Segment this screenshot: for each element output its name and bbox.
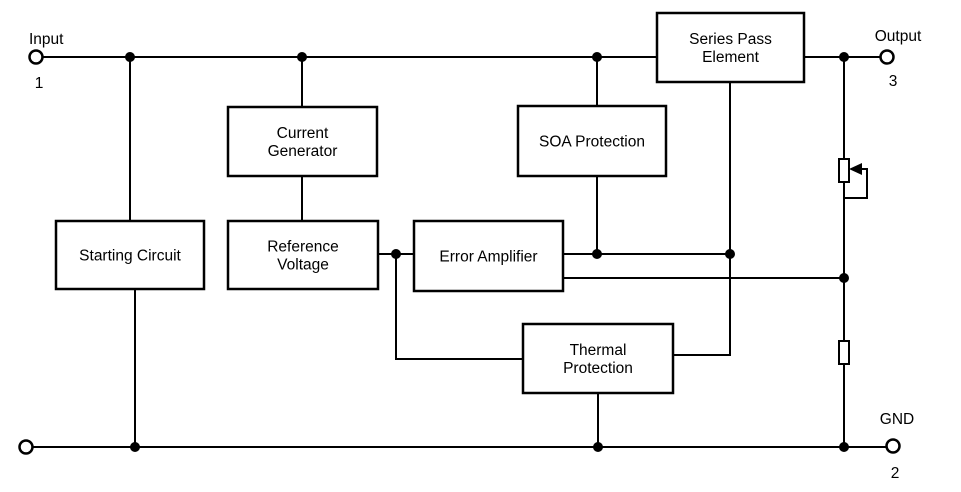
block-error-amplifier-label: Error Amplifier xyxy=(439,249,537,266)
block-reference-voltage-label: Voltage xyxy=(277,257,329,274)
terminal-gnd-label: GND xyxy=(880,411,914,428)
block-thermal-protection xyxy=(521,322,675,395)
block-series-pass-element-label: Element xyxy=(702,49,760,66)
block-thermal-protection-label: Protection xyxy=(563,360,633,377)
block-error-amplifier xyxy=(412,219,565,293)
divider-resistor-body xyxy=(838,340,850,365)
adjust-potentiometer-body xyxy=(838,158,850,183)
wiper-arrow-icon xyxy=(849,163,862,175)
block-current-generator xyxy=(226,105,379,178)
junction-dot xyxy=(391,249,401,259)
junction-dot xyxy=(592,52,602,62)
junction-dot xyxy=(593,442,603,452)
terminal-input-label: Input xyxy=(29,31,64,48)
block-starting-circuit-label: Starting Circuit xyxy=(79,248,181,265)
junction-dot xyxy=(592,249,602,259)
block-soa-protection-label: SOA Protection xyxy=(539,134,645,151)
terminal-gnd-pin-number: 2 xyxy=(891,465,900,482)
block-current-generator-label: Generator xyxy=(268,143,338,160)
block-current-generator-label: Current xyxy=(277,125,329,142)
junction-dot xyxy=(839,52,849,62)
terminal-input-pin-number: 1 xyxy=(35,75,44,92)
junction-dot xyxy=(297,52,307,62)
junction-dot xyxy=(130,442,140,452)
terminal-gnd-icon xyxy=(885,438,901,454)
terminal-common-left-icon xyxy=(18,439,34,455)
block-thermal-protection-label: Thermal xyxy=(570,342,627,359)
junction-dot xyxy=(125,52,135,62)
junction-dot xyxy=(839,273,849,283)
junction-dot xyxy=(839,442,849,452)
junction-dot xyxy=(725,249,735,259)
block-reference-voltage-label: Reference xyxy=(267,239,339,256)
terminal-output-icon xyxy=(879,49,895,65)
block-starting-circuit xyxy=(54,219,206,291)
block-soa-protection xyxy=(516,104,668,178)
terminal-output-pin-number: 3 xyxy=(889,73,898,90)
terminal-input-icon xyxy=(28,49,44,65)
block-series-pass-element-label: Series Pass xyxy=(689,31,772,48)
block-series-pass-element xyxy=(655,11,806,84)
terminal-output-label: Output xyxy=(875,28,922,45)
block-reference-voltage xyxy=(226,219,380,291)
